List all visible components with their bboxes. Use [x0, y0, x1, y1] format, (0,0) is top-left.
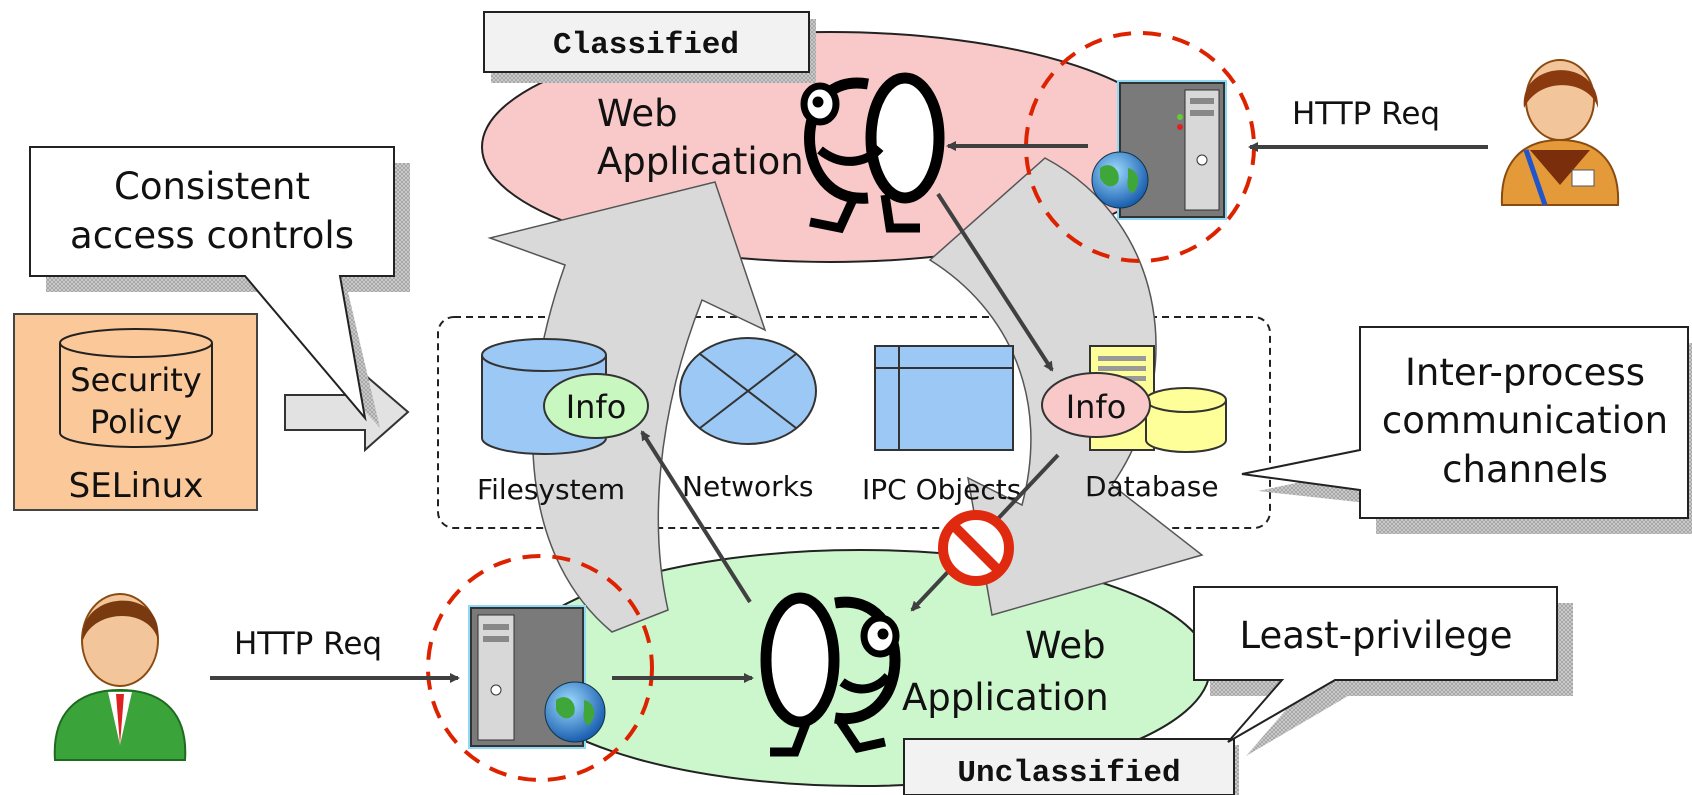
- web-app-figure-bottom: [760, 592, 901, 757]
- classified-user-icon: [1500, 59, 1620, 206]
- least-privilege-callout: [1193, 586, 1573, 756]
- ipc-objects-icon: [874, 345, 1014, 451]
- web-app-top-line2: Application: [597, 140, 804, 183]
- networks-label: Networks: [682, 470, 814, 503]
- ipc-objects-label: IPC Objects: [862, 473, 1021, 506]
- web-app-figure-top: [800, 72, 945, 234]
- unclassified-label-box: [903, 738, 1235, 795]
- web-app-top-line1: Web: [597, 92, 678, 135]
- ipc-callout-line2: communication: [1382, 399, 1668, 442]
- access-controls-callout: [29, 146, 410, 428]
- info-filesystem-label: Info: [566, 388, 627, 426]
- info-database-bubble: [1041, 372, 1151, 438]
- least-privilege-label: Least-privilege: [1240, 614, 1513, 657]
- app-to-db-arrow: [936, 192, 1054, 372]
- prohibited-icon: [938, 510, 1014, 586]
- access-controls-line1: Consistent: [114, 165, 310, 208]
- access-controls-line2: access controls: [70, 214, 354, 257]
- app-to-fs-arrow: [640, 430, 752, 604]
- database-label: Database: [1085, 470, 1219, 503]
- ipc-callout: [1241, 326, 1692, 534]
- info-database-label: Info: [1066, 388, 1127, 426]
- security-policy-line1: Security: [70, 361, 201, 399]
- http-req-bottom-label: HTTP Req: [234, 626, 382, 662]
- filesystem-label: Filesystem: [477, 473, 625, 506]
- unclassified-label: Unclassified: [957, 756, 1180, 791]
- classified-label-box: [483, 11, 810, 73]
- web-app-bottom-line1: Web: [1025, 624, 1106, 667]
- security-policy-line2: Policy: [90, 403, 182, 441]
- ipc-callout-line3: channels: [1442, 448, 1608, 491]
- http-req-top-label: HTTP Req: [1292, 96, 1440, 132]
- networks-icon: [679, 337, 817, 445]
- web-server-bottom-icon: [426, 554, 654, 782]
- selinux-label: SELinux: [69, 466, 204, 506]
- classified-label: Classified: [553, 28, 739, 63]
- info-filesystem-bubble: [543, 373, 649, 439]
- unclassified-user-icon: [53, 593, 187, 761]
- ipc-callout-line1: Inter-process: [1405, 351, 1645, 394]
- web-app-bottom-line2: Application: [902, 676, 1109, 719]
- security-policy-cylinder-icon: [59, 328, 213, 448]
